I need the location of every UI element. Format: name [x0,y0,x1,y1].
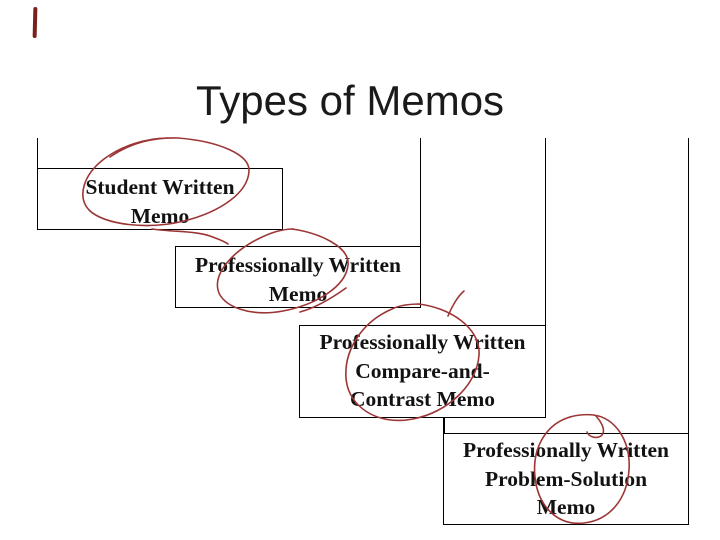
connector-line-box4-right [687,138,689,433]
memo-box-student-written: Student Written Memo [37,168,283,230]
memo-box-line: Problem-Solution [484,466,648,491]
memo-box-line: Professionally Written [462,438,670,462]
memo-box-line: Compare-and- [355,358,490,383]
connector-line-box2-right [419,138,421,246]
connector-line-box3-right [544,138,546,325]
connector-line-box4-left [443,418,445,433]
memo-box-line: Memo [130,203,190,228]
memo-box-line: Contrast Memo [349,387,496,411]
slide-title: Types of Memos [195,77,505,124]
annotation-tail-student-written [151,228,229,245]
annotation-tail-compare-contrast [447,290,465,317]
memo-box-line: Professionally Written [194,253,402,277]
memo-box-line: Memo [268,281,328,306]
memo-box-problem-solution: Professionally Written Problem-Solution … [443,433,689,525]
memo-box-line: Memo [536,495,596,519]
memo-box-line: Student Written [85,175,235,199]
memo-box-line: Professionally Written [319,330,526,354]
memo-box-professionally-written: Professionally Written Memo [175,246,421,308]
memo-box-compare-and-contrast: Professionally Written Compare-and- Cont… [299,325,546,418]
corner-pen-mark [32,6,37,39]
connector-line-box1-left [36,138,38,168]
